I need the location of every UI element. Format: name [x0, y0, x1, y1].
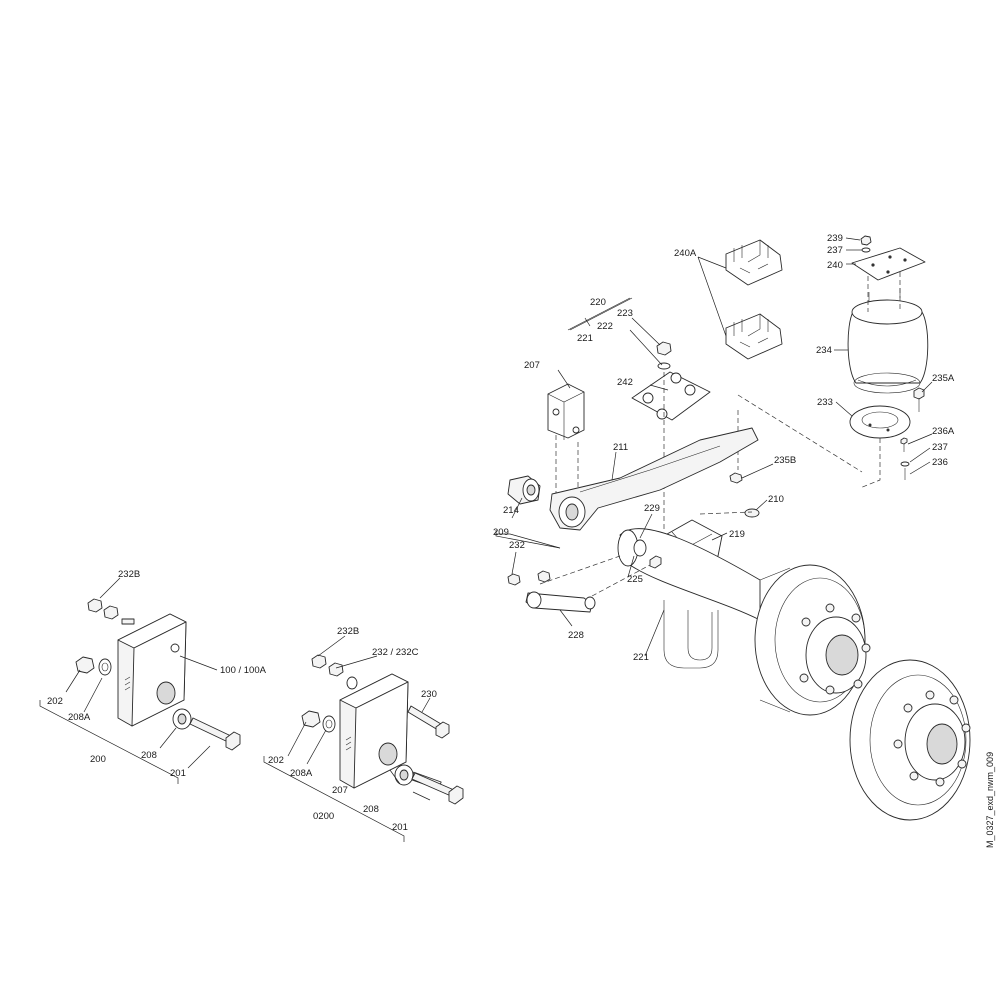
label-232-232C: 232 / 232C: [372, 647, 419, 658]
label-242: 242: [617, 377, 633, 388]
label-209: 209: [493, 527, 509, 538]
label-239: 239: [827, 233, 843, 244]
washer-208A: [98, 658, 112, 676]
label-207-b: 207: [524, 360, 540, 371]
label-201-a: 201: [170, 768, 186, 779]
top-plate-240: [851, 247, 926, 281]
washer-222: [657, 362, 671, 370]
label-232B-b: 232B: [337, 626, 359, 637]
label-221-a: 221: [577, 333, 593, 344]
piston-plate-233: [849, 405, 911, 439]
label-240A: 240A: [674, 248, 697, 259]
label-208A-b: 208A: [290, 768, 313, 779]
bolt-235A: [913, 387, 925, 400]
label-232: 232: [509, 540, 525, 551]
label-100-100A: 100 / 100A: [220, 665, 267, 676]
leader-lines: [65, 237, 933, 801]
label-201-b: 201: [392, 822, 408, 833]
bolt-230: [407, 705, 442, 731]
washer-237-top: [861, 247, 871, 253]
bolt-201: [189, 717, 232, 743]
label-236A: 236A: [932, 426, 955, 437]
label-234: 234: [816, 345, 832, 356]
label-202-a: 202: [47, 696, 63, 707]
label-225: 225: [627, 574, 643, 585]
label-236: 236: [932, 457, 948, 468]
label-240: 240: [827, 260, 843, 271]
nut-232-1: [507, 573, 521, 586]
label-221-b: 221: [633, 652, 649, 663]
nut-235B: [729, 472, 743, 484]
label-232B-a: 232B: [118, 569, 140, 580]
nut-223: [656, 341, 672, 356]
label-208-a: 208: [141, 750, 157, 761]
nut-232B-3: [311, 654, 327, 669]
label-200: 200: [90, 754, 106, 765]
label-210: 210: [768, 494, 784, 505]
label-211: 211: [613, 442, 628, 453]
callout-labels: 232B 100 / 100A 202 208A 208 200 201 232…: [47, 233, 995, 848]
nut-202-b: [301, 710, 321, 728]
washer-237-bottom: [900, 461, 910, 467]
nut-210: [744, 508, 760, 518]
nut-239: [860, 235, 872, 246]
label-223: 223: [617, 308, 633, 319]
label-229: 229: [644, 503, 660, 514]
label-233: 233: [817, 397, 833, 408]
bracket-207-upper: [547, 383, 585, 439]
trailing-arm-211: [549, 427, 759, 531]
nut-232B-1: [87, 598, 103, 613]
label-214: 214: [503, 505, 519, 516]
shock-absorber-228: [525, 592, 593, 613]
label-0200: 0200: [313, 811, 334, 822]
label-222: 222: [597, 321, 613, 332]
shock-mount-225: [633, 539, 647, 557]
washer-208A-b: [322, 715, 336, 733]
axle-beam: [619, 528, 761, 621]
label-219: 219: [729, 529, 745, 540]
bracket-pair-240A: [725, 239, 783, 360]
hanger-bracket-assembly-0200: [263, 654, 464, 842]
label-230: 230: [421, 689, 437, 700]
nut-202: [75, 656, 95, 674]
label-208-b: 208: [363, 804, 379, 815]
label-207-a: 207: [332, 785, 348, 796]
hanger-bracket-assembly-200: [39, 598, 241, 784]
axle-group: [507, 528, 971, 821]
nut-232-2: [537, 570, 551, 583]
label-235A: 235A: [932, 373, 955, 384]
label-237-b: 237: [932, 442, 948, 453]
label-228: 228: [568, 630, 584, 641]
nut-232C: [328, 662, 344, 677]
label-202-b: 202: [268, 755, 284, 766]
air-spring-group: [847, 235, 929, 489]
bracket-240A-upper: [725, 239, 783, 286]
drawing-id: M_0327_exd_nwm_009: [985, 752, 995, 848]
nut-232B-2: [103, 605, 119, 620]
label-235B: 235B: [774, 455, 796, 466]
u-bolt-221: [663, 600, 719, 669]
label-237-a: 237: [827, 245, 843, 256]
label-220: 220: [590, 297, 606, 308]
bolt-stub: [121, 618, 135, 625]
bracket-240A-lower: [725, 313, 783, 360]
trailing-arm-group: [507, 341, 863, 573]
label-208A-a: 208A: [68, 712, 91, 723]
